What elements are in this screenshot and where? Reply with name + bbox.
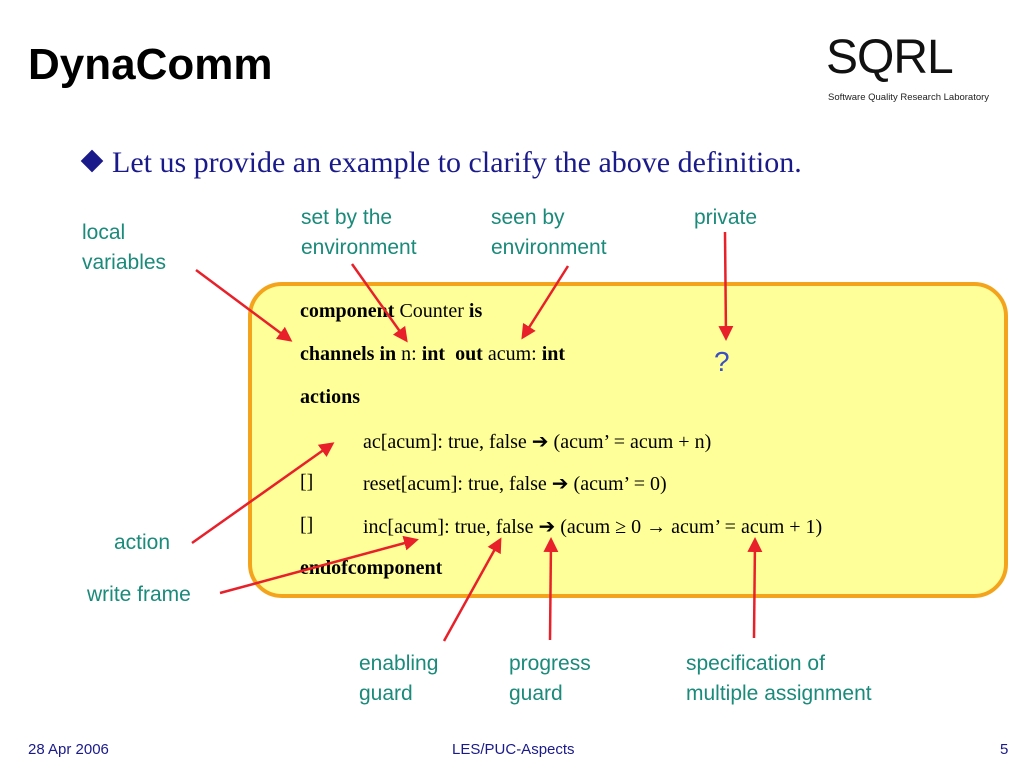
code-line-5-sep: []: [300, 471, 314, 493]
annotation-local-variables: local variables: [82, 218, 166, 278]
annotation-set-by-environment: set by the environment: [301, 203, 417, 263]
diamond-bullet-icon: [80, 149, 104, 173]
code-line-1: component Counter is: [300, 300, 482, 323]
keyword-is: is: [468, 300, 483, 322]
component-name: Counter: [394, 300, 469, 322]
question-mark: ?: [714, 346, 730, 377]
annotation-line: set by the: [301, 206, 393, 229]
annotation-write-frame: write frame: [87, 583, 191, 606]
keyword-endofcomponent: endofcomponent: [300, 557, 443, 579]
slide-title: DynaComm: [28, 40, 273, 89]
bullet-text: Let us provide an example to clarify the…: [112, 146, 802, 179]
keyword-actions: actions: [300, 386, 360, 408]
channel-n: n:: [396, 343, 422, 365]
keyword-out: out: [455, 343, 483, 365]
code-line-6-sep: []: [300, 514, 314, 536]
annotation-line: variables: [82, 251, 167, 274]
code-line-2: channels in n: int out acum: int: [300, 343, 565, 366]
annotation-line: enabling: [359, 652, 439, 675]
annotation-line: environment: [491, 236, 607, 259]
channel-acum: acum:: [482, 343, 542, 365]
keyword-channels-in: channels in: [300, 343, 397, 365]
sqrl-logo: SQRL Software Quality Research Laborator…: [826, 30, 998, 110]
annotation-enabling-guard: enabling guard: [359, 649, 438, 709]
code-line-5: reset[acum]: true, false ➔ (acum’ = 0): [363, 473, 667, 495]
annotation-line: specification of: [686, 652, 825, 675]
annotation-line: seen by: [491, 206, 565, 229]
annotation-progress-guard: progress guard: [509, 649, 591, 709]
footer-title: LES/PUC-Aspects: [452, 741, 575, 758]
logo-subtitle: Software Quality Research Laboratory: [828, 92, 990, 103]
bullet-item: Let us provide an example to clarify the…: [80, 146, 802, 180]
annotation-line: progress: [509, 652, 591, 675]
annotation-line: guard: [509, 682, 563, 705]
annotation-private: private: [694, 206, 758, 229]
keyword-int: int: [541, 343, 566, 365]
annotation-line: guard: [359, 682, 413, 705]
logo-text: SQRL: [826, 31, 954, 84]
annotation-line: multiple assignment: [686, 682, 872, 705]
keyword-int: int: [421, 343, 446, 365]
footer-page-number: 5: [1000, 741, 1009, 758]
annotation-specification-multiple-assignment: specification of multiple assignment: [686, 649, 872, 709]
code-line-3: actions: [300, 386, 360, 409]
code-line-4: ac[acum]: true, false ➔ (acum’ = acum + …: [363, 431, 712, 453]
annotation-line: environment: [301, 236, 417, 259]
code-line-6: inc[acum]: true, false ➔ (acum ≥ 0 → acu…: [363, 516, 823, 538]
annotation-seen-by-environment: seen by environment: [491, 203, 607, 263]
keyword-component: component: [300, 300, 395, 322]
annotation-action: action: [114, 531, 171, 554]
code-line-7: endofcomponent: [300, 557, 442, 580]
footer-date: 28 Apr 2006: [28, 741, 109, 758]
annotation-line: local: [82, 221, 126, 244]
